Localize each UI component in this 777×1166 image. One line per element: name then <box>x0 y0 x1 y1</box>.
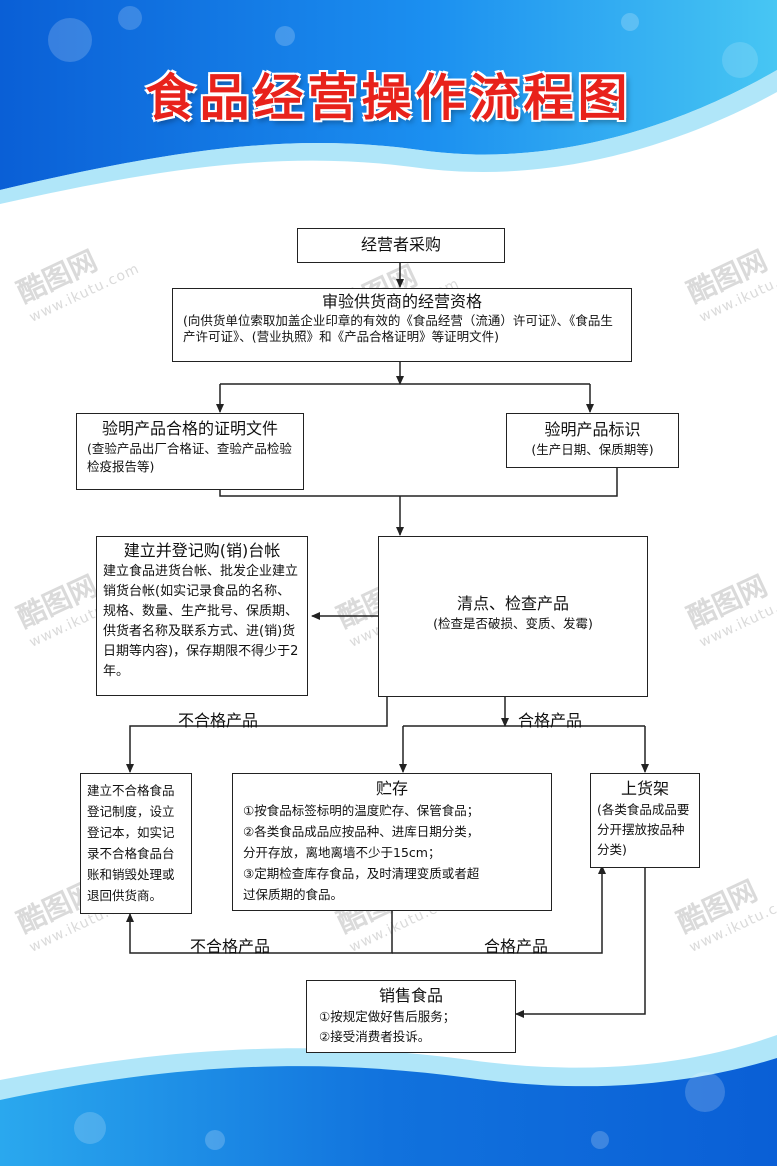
top-wave-highlight <box>0 70 777 204</box>
node-text: 建立食品进货台帐、批发企业建立销货台帐(如实记录食品的名称、规格、数量、生产批号… <box>103 564 299 679</box>
node-verify-label: 验明产品标识 (生产日期、保质期等) <box>506 413 679 468</box>
top-wave <box>0 0 777 190</box>
storage-line-4: ③定期检查库存食品，及时清理变质或者超 <box>243 866 480 881</box>
node-title: 上货架 <box>620 779 669 798</box>
label-qualified: 合格产品 <box>518 711 583 730</box>
storage-line-3: 分开存放，离地离墙不少于15cm； <box>243 845 441 860</box>
node-title: 验明产品标识 <box>544 420 641 439</box>
node-title: 贮存 <box>375 779 408 798</box>
label-unqualified: 不合格产品 <box>178 711 259 730</box>
node-title: 经营者采购 <box>360 235 441 254</box>
node-title: 审验供货商的经营资格 <box>321 292 482 311</box>
node-text: (检查是否破损、变质、发霉) <box>433 616 593 631</box>
sale-line-1: ①按规定做好售后服务； <box>319 1009 456 1024</box>
edge-inspect-to-unqualified <box>126 696 388 773</box>
node-shelf: 上货架 (各类食品成品要分开摆放按品种分类) <box>590 773 700 868</box>
sale-line-2: ②接受消费者投诉。 <box>319 1029 431 1044</box>
page-title: 食品经营操作流程图 <box>145 68 632 127</box>
node-ledger: 建立并登记购(销)台帐 建立食品进货台帐、批发企业建立销货台帐(如实记录食品的名… <box>96 536 308 696</box>
node-verify-supplier: 审验供货商的经营资格 (向供货单位索取加盖企业印章的有效的《食品经营（流通）许可… <box>172 288 632 362</box>
node-verify-cert: 验明产品合格的证明文件 (查验产品出厂合格证、查验产品检验检疫报告等) <box>76 413 304 490</box>
node-title: 建立并登记购(销)台帐 <box>123 541 281 560</box>
node-title: 验明产品合格的证明文件 <box>101 419 278 438</box>
node-unqualified: 建立不合格食品登记制度，设立登记本，如实记录不合格食品台账和销毁处理或退回供货商… <box>80 773 192 914</box>
node-text: (各类食品成品要分开摆放按品种分类) <box>597 802 690 857</box>
edge-shelf-to-sale <box>515 868 646 1018</box>
node-sale: 销售食品 ①按规定做好售后服务； ②接受消费者投诉。 <box>306 980 516 1053</box>
node-text: (查验产品出厂合格证、查验产品检验检疫报告等) <box>87 441 292 474</box>
node-purchase: 经营者采购 <box>297 228 505 263</box>
node-inspect: 清点、检查产品 (检查是否破损、变质、发霉) <box>378 536 648 697</box>
storage-line-2: ②各类食品成品应按品种、进库日期分类， <box>243 824 480 839</box>
edge-cert-merge <box>219 468 618 497</box>
label-unqualified-bottom: 不合格产品 <box>190 937 271 956</box>
node-text: (向供货单位索取加盖企业印章的有效的《食品经营（流通）许可证》、《食品生产许可证… <box>183 313 613 344</box>
node-text: 建立不合格食品登记制度，设立登记本，如实记录不合格食品台账和销毁处理或退回供货商… <box>87 783 175 903</box>
node-title: 清点、检查产品 <box>456 594 569 613</box>
node-storage: 贮存 ①按食品标签标明的温度贮存、保管食品； ②各类食品成品应按品种、进库日期分… <box>232 773 552 911</box>
node-text: (生产日期、保质期等) <box>531 442 654 457</box>
storage-line-1: ①按食品标签标明的温度贮存、保管食品； <box>243 803 480 818</box>
edge-storage-to-shelf <box>392 865 606 954</box>
storage-line-5: 过保质期的食品。 <box>243 887 344 902</box>
bottom-wave <box>0 1058 777 1166</box>
edge-storage-to-unqualified <box>126 910 393 954</box>
node-title: 销售食品 <box>378 986 443 1005</box>
label-qualified-bottom: 合格产品 <box>484 937 549 956</box>
edge-split-to-cert <box>220 383 590 412</box>
